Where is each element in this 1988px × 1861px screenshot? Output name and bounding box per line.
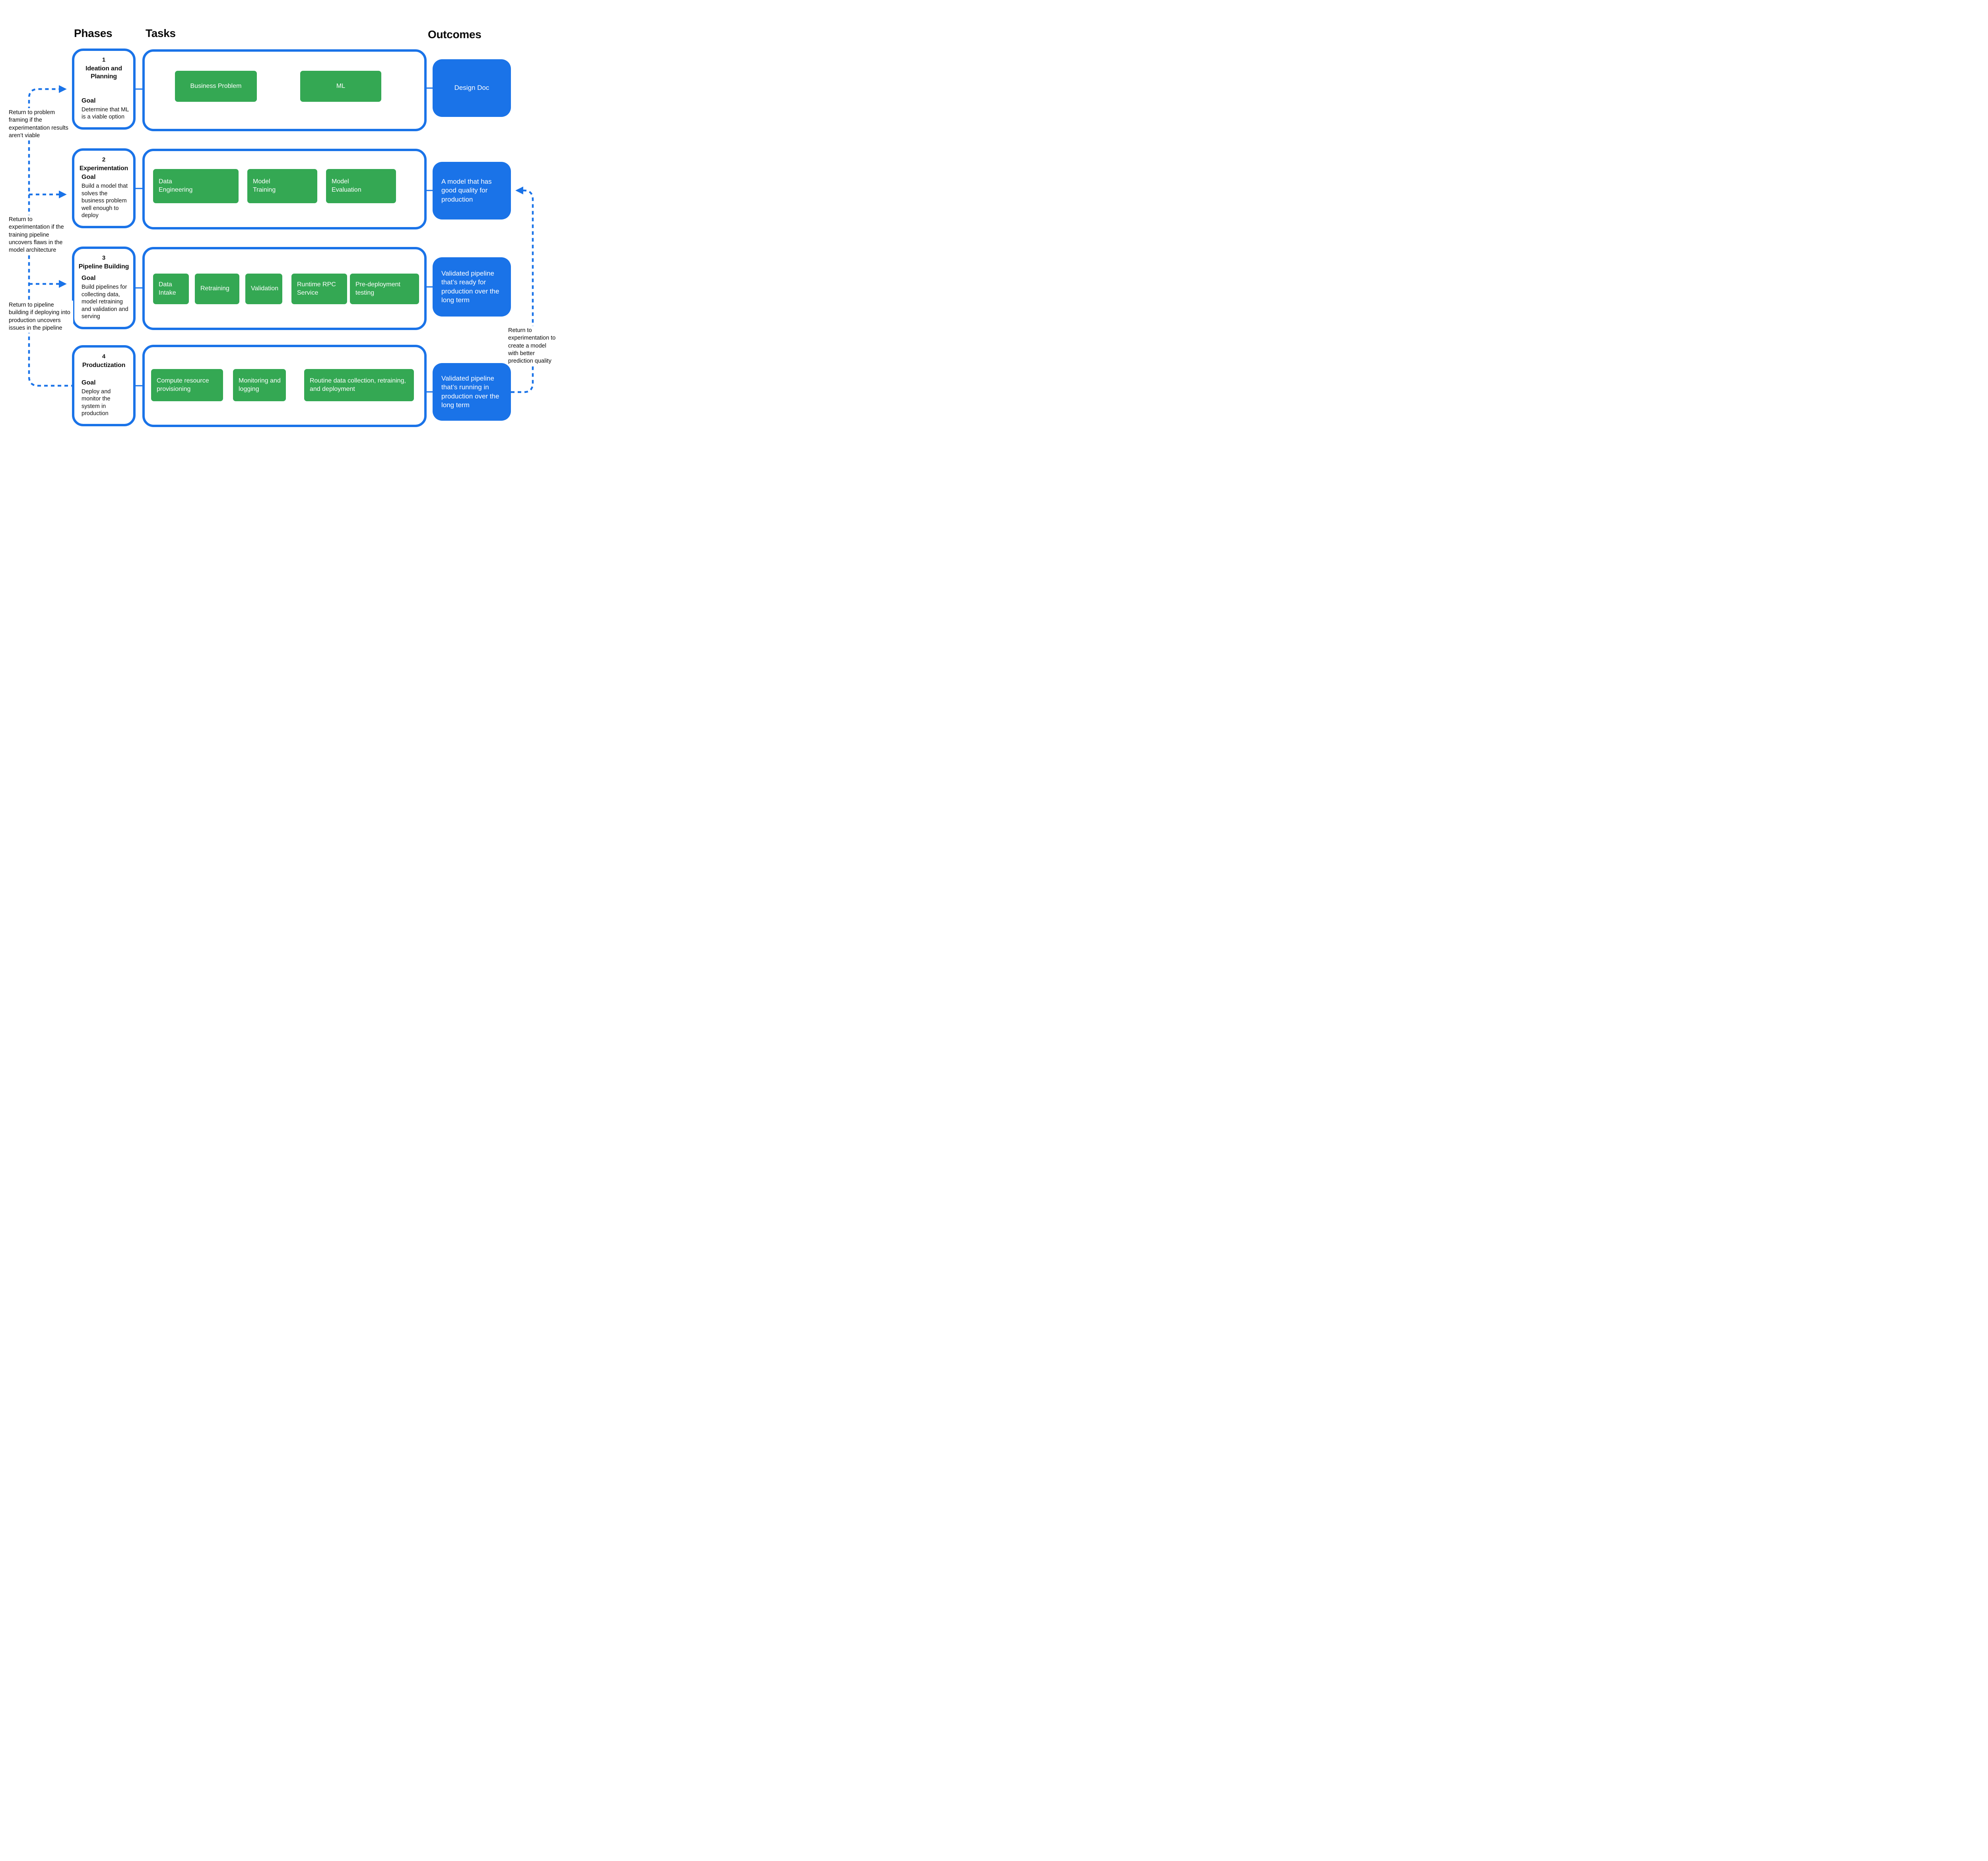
phase-title: Productization (82, 362, 126, 369)
phases-header: Phases (74, 27, 113, 39)
outcome-label: A model that has good quality for produc… (441, 177, 492, 203)
task-data-engineering: Data Engineering (153, 169, 239, 203)
task-monitoring-and-logging: Monitoring and logging (233, 369, 286, 401)
task-routine-data-collection: Routine data collection, retraining, and… (304, 369, 414, 401)
task-label: Business Problem (190, 82, 242, 89)
task-business-problem: Business Problem (175, 71, 257, 102)
phase-number: 4 (102, 353, 106, 360)
task-label: ML (336, 82, 346, 89)
goal-label: Goal (82, 174, 96, 181)
phase-title: Ideation and Planning (85, 65, 122, 80)
phase-number: 3 (102, 254, 106, 261)
annotation-return-to-pipeline-building: Return to pipeline building if deploying… (9, 301, 73, 333)
goal-label: Goal (82, 379, 96, 386)
phase-box-pipeline-building: 3 Pipeline Building Goal Build pipelines… (72, 247, 136, 329)
task-compute-resource-provisioning: Compute resource provisioning (151, 369, 223, 401)
phase-title: Experimentation (79, 165, 128, 172)
task-label: Model Training (253, 178, 276, 193)
task-retraining: Retraining (195, 274, 239, 304)
task-ml: ML (300, 71, 381, 102)
task-validation: Validation (245, 274, 282, 304)
task-label: Routine data collection, retraining, and… (310, 377, 406, 392)
task-label: Pre-deployment testing (355, 281, 400, 296)
task-label: Retraining (200, 285, 229, 292)
outcome-label: Validated pipeline that’s ready for prod… (441, 269, 499, 304)
task-label: Model Evaluation (332, 178, 361, 193)
phase-box-productization: 4 Productization Goal Deploy and monitor… (72, 345, 136, 426)
task-label: Runtime RPC Service (297, 281, 336, 296)
tasks-header: Tasks (146, 27, 176, 39)
annotation-return-to-problem-framing: Return to problem framing if the experim… (9, 108, 69, 141)
task-label: Data Engineering (159, 178, 193, 193)
task-data-intake: Data Intake (153, 274, 189, 304)
task-model-training: Model Training (247, 169, 317, 203)
outcome-validated-pipeline-running: Validated pipeline that’s running in pro… (433, 363, 511, 421)
diagram-canvas: Phases Tasks Outcomes 1 Ideation and Pla… (0, 0, 564, 465)
goal-label: Goal (82, 275, 96, 282)
task-model-evaluation: Model Evaluation (326, 169, 396, 203)
goal-text: Determine that ML is a viable option (82, 106, 129, 120)
task-label: Validation (251, 285, 279, 292)
task-runtime-rpc-service: Runtime RPC Service (291, 274, 347, 304)
task-pre-deployment-testing: Pre-deployment testing (350, 274, 419, 304)
outcome-validated-pipeline-ready: Validated pipeline that’s ready for prod… (433, 257, 511, 317)
goal-text: Build pipelines for collecting data, mod… (82, 284, 128, 320)
phase-title: Pipeline Building (78, 263, 129, 270)
annotation-return-to-experimentation-quality: Return to experimentation to create a mo… (508, 326, 558, 366)
outcome-label: Validated pipeline that’s running in pro… (441, 374, 499, 409)
outcome-label: Design Doc (454, 84, 489, 92)
phase-number: 1 (102, 56, 106, 63)
task-label: Monitoring and logging (239, 377, 281, 392)
return-arrow-left-icon (511, 186, 534, 393)
outcome-design-doc: Design Doc (433, 59, 511, 117)
row-connector-lines (136, 87, 433, 392)
outcome-model-quality: A model that has good quality for produc… (433, 162, 511, 220)
phase-box-experimentation: 2 Experimentation Goal Build a model tha… (72, 148, 136, 228)
outcomes-header: Outcomes (428, 28, 481, 41)
annotation-return-to-experimentation: Return to experimentation if the trainin… (9, 215, 71, 255)
task-label: Data Intake (159, 281, 176, 296)
phase-box-ideation-and-planning: 1 Ideation and Planning Goal Determine t… (72, 49, 136, 130)
phase-number: 2 (102, 156, 106, 163)
goal-label: Goal (82, 97, 96, 104)
goal-text: Deploy and monitor the system in product… (82, 388, 111, 417)
task-label: Compute resource provisioning (157, 377, 209, 392)
goal-text: Build a model that solves the business p… (82, 183, 128, 219)
